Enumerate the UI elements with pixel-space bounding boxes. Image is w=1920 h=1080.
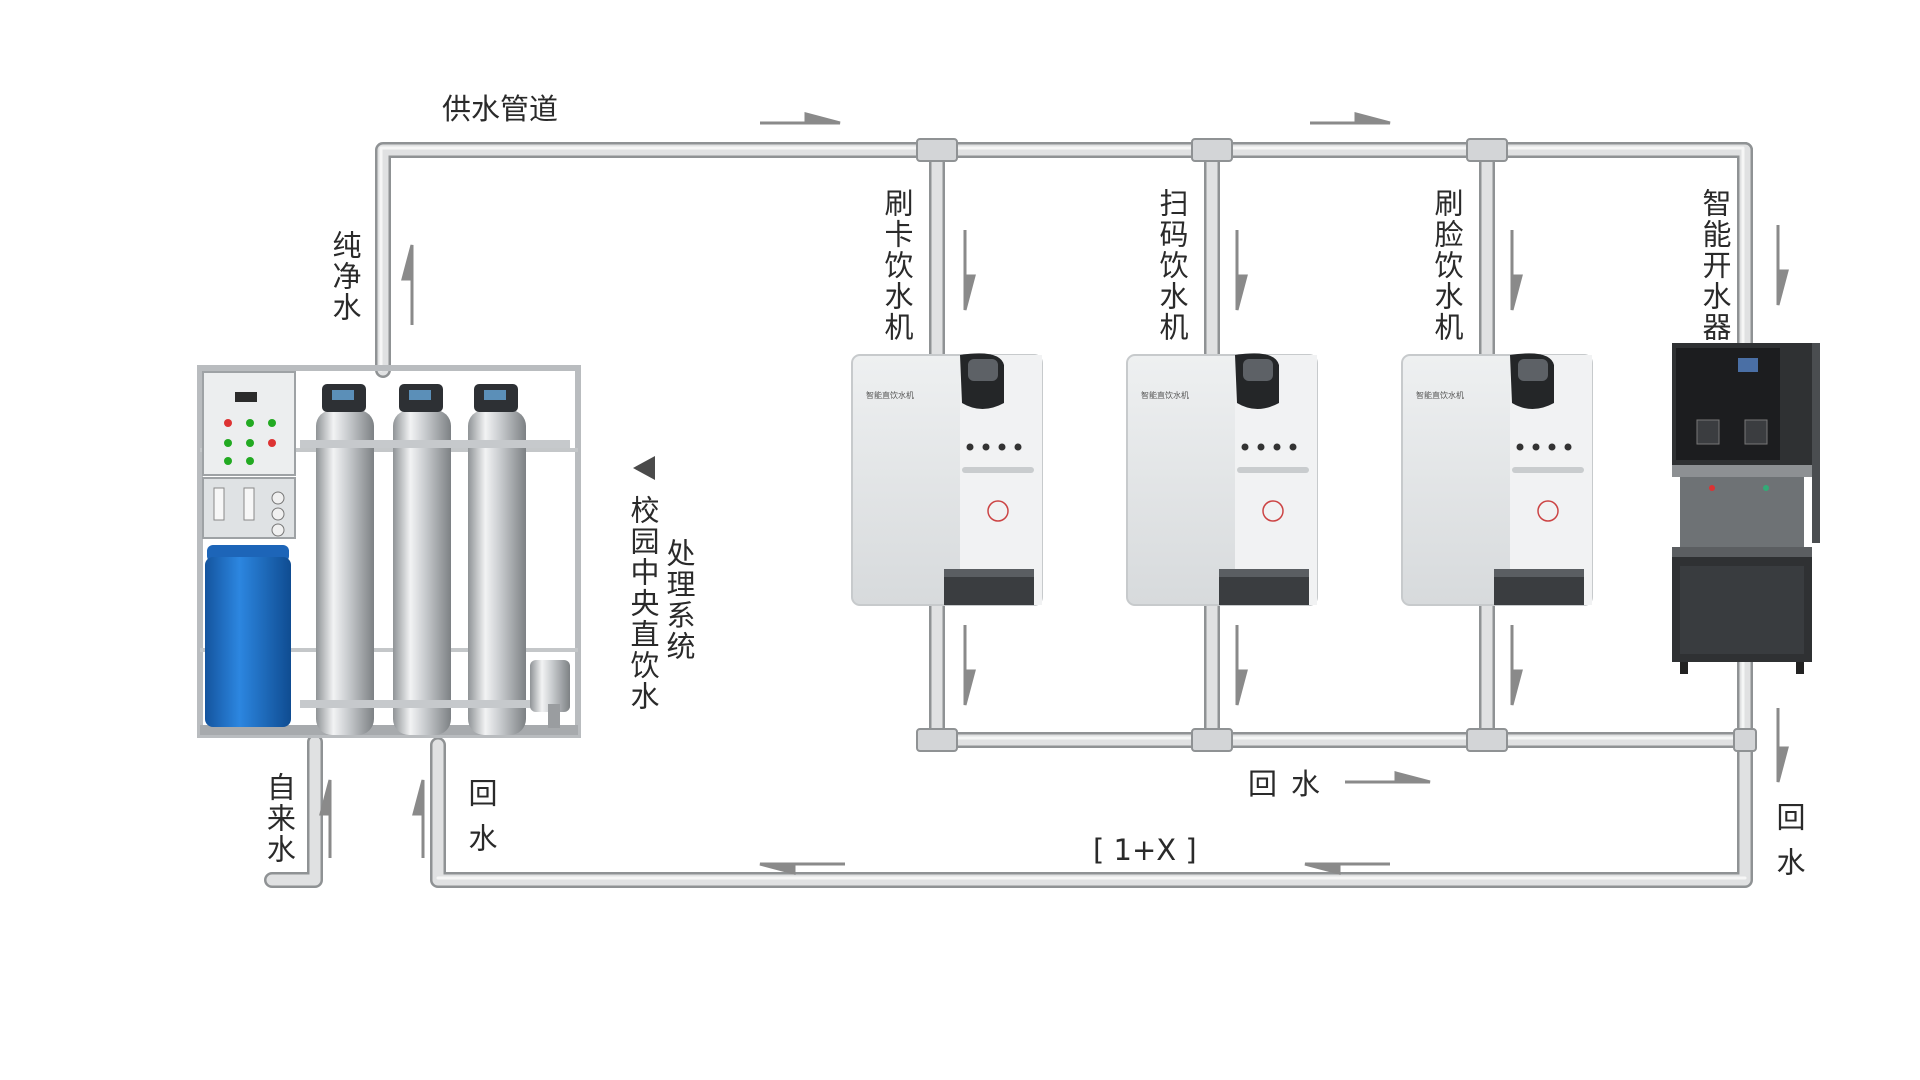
dispenser-card-panel-text: 智能直饮水机 — [866, 391, 914, 400]
central-system-label-line1: 校园中央直饮水 — [626, 495, 660, 712]
flow-arrow-top-2 — [1310, 112, 1391, 125]
flow-arrow-face-down — [1510, 230, 1523, 311]
dispenser-face — [1401, 353, 1593, 606]
pointer-triangle-icon — [633, 456, 655, 480]
return-water-right-label: 回水 — [1772, 802, 1806, 892]
steel-filter-columns — [316, 384, 526, 735]
flow-arrow-right-return — [1776, 708, 1789, 783]
return-water-mid-label: 回水 — [1248, 767, 1335, 801]
dispenser-scan — [1126, 353, 1318, 606]
flow-arrow-card-return — [963, 625, 976, 706]
tap-water-label: 自来水 — [262, 772, 297, 865]
dispenser-card — [851, 353, 1043, 606]
smart-boiler-label: 智能开水器 — [1698, 188, 1732, 343]
scan-dispenser-label: 扫码饮水机 — [1155, 188, 1189, 343]
supply-pipe-label: 供水管道 — [442, 92, 559, 126]
face-dispenser-label: 刷脸饮水机 — [1430, 188, 1464, 343]
flow-arrow-scan-return — [1235, 625, 1248, 706]
dispenser-face-panel-text: 智能直饮水机 — [1416, 391, 1464, 400]
flow-arrow-bottom-1 — [759, 862, 845, 875]
flow-arrow-return-mid — [1345, 771, 1431, 784]
pipe-fittings — [916, 138, 1757, 752]
loop-note-label: [ 1+X ] — [1093, 833, 1197, 867]
flow-arrow-return-up — [412, 779, 425, 858]
flow-arrow-face-return — [1510, 625, 1523, 706]
dispenser-scan-panel-text: 智能直饮水机 — [1141, 391, 1189, 400]
central-system-label-line2: 处理系统 — [662, 538, 696, 662]
flow-arrow-card-down — [963, 230, 976, 311]
return-water-left-label: 回水 — [464, 778, 498, 868]
flow-arrow-bottom-2 — [1304, 862, 1390, 875]
flow-arrow-boiler-down — [1776, 225, 1789, 306]
card-dispenser-label: 刷卡饮水机 — [880, 188, 914, 343]
pure-water-label: 纯净水 — [328, 230, 362, 323]
smart-boiler — [1672, 343, 1820, 674]
central-treatment-unit — [197, 365, 581, 738]
flow-arrows — [319, 112, 1789, 875]
flow-arrow-tap-up — [319, 779, 332, 858]
flow-arrow-pure-up — [401, 244, 414, 325]
flow-arrow-top-1 — [760, 112, 841, 125]
flow-arrow-scan-down — [1235, 230, 1248, 311]
